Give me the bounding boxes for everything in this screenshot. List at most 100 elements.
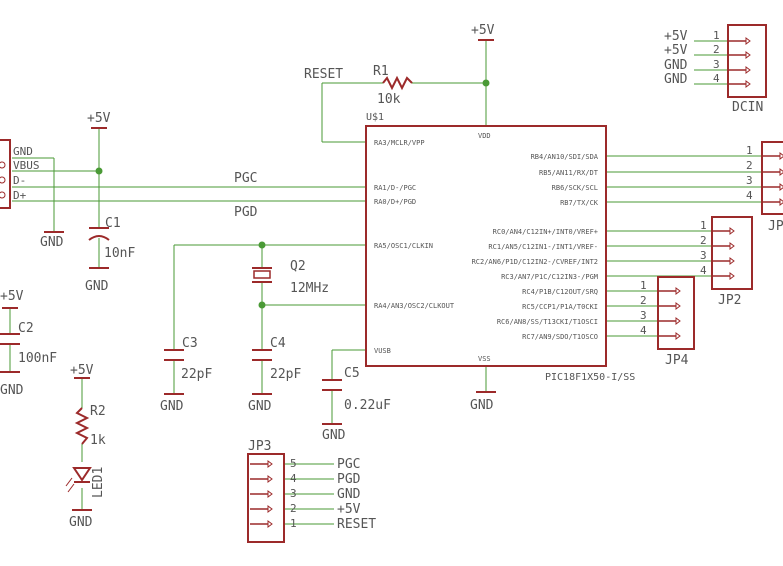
mcu-pin-left: VUSB bbox=[374, 347, 391, 355]
header-pin-tip bbox=[729, 227, 735, 235]
jp3-pin: 2 bbox=[290, 502, 297, 515]
gnd-symbol: GND bbox=[40, 231, 64, 250]
dcin-body bbox=[727, 24, 767, 98]
mcu-pin-right: RB7/TX/CK bbox=[560, 199, 599, 207]
jp2-pin: 4 bbox=[700, 264, 707, 277]
usb-body bbox=[0, 139, 11, 209]
usb-pin-marker bbox=[0, 161, 6, 169]
jp2-body bbox=[711, 216, 753, 290]
dcin-signal: GND bbox=[664, 72, 688, 87]
junction-dot bbox=[482, 79, 490, 87]
crystal-q2[interactable]: Q2 12MHz bbox=[252, 259, 329, 296]
gnd-symbol: GND bbox=[69, 509, 93, 530]
header-pin-tip bbox=[779, 152, 783, 160]
header-pin-tip bbox=[267, 460, 273, 468]
c2-name: C2 bbox=[18, 321, 34, 336]
junction-dot bbox=[258, 241, 266, 249]
r2-value: 1k bbox=[90, 433, 106, 448]
jp4-body bbox=[657, 276, 695, 350]
mcu-pin-right: RB6/SCK/SCL bbox=[552, 184, 598, 192]
mcu-pin-right: RB4/AN10/SDI/SDA bbox=[531, 153, 599, 161]
header-pin-tip bbox=[779, 198, 783, 206]
dcin-name: DCIN bbox=[732, 100, 763, 115]
header-pin-tip bbox=[729, 257, 735, 265]
header-pin-tip bbox=[267, 520, 273, 528]
resistor-r1[interactable]: R1 10k bbox=[373, 64, 413, 107]
capacitor-c5[interactable]: C5 0.22uF bbox=[322, 366, 391, 413]
jp3-pin: 4 bbox=[290, 472, 297, 485]
header-pin-tip bbox=[267, 505, 273, 513]
header-pins bbox=[250, 37, 783, 528]
mcu-pin-right: RB5/AN11/RX/DT bbox=[539, 169, 599, 177]
mcu[interactable]: U$1 PIC18F1X50-I/SS VDD VSS RA3/MCLR/VPP… bbox=[365, 112, 635, 383]
mcu-pin-left: RA4/AN3/OSC2/CLKOUT bbox=[374, 302, 455, 310]
header-pin-tip bbox=[779, 168, 783, 176]
header-pin-tip bbox=[745, 37, 751, 45]
r2-name: R2 bbox=[90, 404, 106, 419]
jp2-pin: 3 bbox=[700, 249, 707, 262]
mcu-pin-right: RC6/AN8/SS/T13CKI/T1OSCI bbox=[497, 318, 598, 326]
resistor-r2[interactable]: R2 1k bbox=[74, 404, 106, 448]
vcc-symbol: +5V bbox=[0, 289, 24, 309]
gnd-label: GND bbox=[248, 399, 272, 414]
connector-jp4[interactable]: 1 2 3 4 JP4 bbox=[640, 276, 695, 368]
jp3-signal: GND bbox=[337, 487, 361, 502]
dcin-pin: 4 bbox=[713, 72, 720, 85]
jp2-pin: 2 bbox=[700, 234, 707, 247]
jp4-pin: 2 bbox=[640, 294, 647, 307]
jp4-pin: 3 bbox=[640, 309, 647, 322]
c3-value: 22pF bbox=[181, 367, 212, 382]
c1-value: 10nF bbox=[104, 246, 135, 261]
header-pin-tip bbox=[729, 272, 735, 280]
junction-dot bbox=[95, 167, 103, 175]
net-label-pgd: PGD bbox=[234, 205, 258, 220]
mcu-vss-pin: VSS bbox=[478, 355, 491, 363]
header-pin-tip bbox=[729, 242, 735, 250]
connector-jp3[interactable]: JP3 5 4 3 2 1 PGC PGD GND +5V RESET bbox=[247, 439, 376, 543]
jp4-pin: 1 bbox=[640, 279, 647, 292]
capacitor-c3[interactable]: C3 22pF bbox=[164, 336, 212, 382]
dcin-pin: 1 bbox=[713, 29, 720, 42]
usb-pin-marker bbox=[0, 191, 6, 199]
mcu-pin-left: RA3/MCLR/VPP bbox=[374, 139, 425, 147]
mcu-name: U$1 bbox=[366, 112, 384, 123]
capacitor-c1[interactable]: C1 10nF bbox=[88, 216, 135, 261]
header-pin-tip bbox=[267, 490, 273, 498]
gnd-label: GND bbox=[322, 428, 346, 443]
c1-name: C1 bbox=[105, 216, 121, 231]
resistor-r2-body bbox=[74, 407, 90, 445]
capacitor-c2[interactable]: C2 100nF bbox=[0, 321, 57, 366]
header-pin-tip bbox=[745, 66, 751, 74]
jp3-name: JP3 bbox=[248, 439, 271, 454]
c5-value: 0.22uF bbox=[344, 398, 391, 413]
connector-jp2[interactable]: 1 2 3 4 JP2 bbox=[700, 216, 753, 308]
jp1-body bbox=[761, 141, 783, 215]
mcu-part: PIC18F1X50-I/SS bbox=[545, 372, 635, 383]
dcin-signal: +5V bbox=[664, 29, 688, 44]
header-pin-tip bbox=[745, 80, 751, 88]
jp1-name: JP bbox=[768, 219, 783, 234]
led-led1[interactable]: LED1 bbox=[65, 467, 106, 498]
capacitor-c4[interactable]: C4 22pF bbox=[252, 336, 301, 382]
c3-name: C3 bbox=[182, 336, 198, 351]
connector-dcin[interactable]: 1 2 3 4 +5V +5V GND GND DCIN bbox=[664, 24, 767, 115]
mcu-pin-right: RC7/AN9/SDO/T1OSCO bbox=[522, 333, 598, 341]
jp3-pin: 3 bbox=[290, 487, 297, 500]
jp2-pin: 1 bbox=[700, 219, 707, 232]
header-pin-tip bbox=[267, 475, 273, 483]
usb-pin-label: GND bbox=[13, 145, 33, 158]
jp3-pin: 1 bbox=[290, 517, 297, 530]
usb-pin-marker bbox=[0, 176, 6, 184]
jp4-pin: 4 bbox=[640, 324, 647, 337]
dcin-signal: +5V bbox=[664, 43, 688, 58]
dcin-pin: 2 bbox=[713, 43, 720, 56]
header-pin-tip bbox=[779, 183, 783, 191]
connector-jp1[interactable]: 1 2 3 4 JP bbox=[746, 141, 783, 234]
mcu-body bbox=[365, 125, 607, 367]
usb-pin-label: D+ bbox=[13, 189, 27, 202]
usb-connector[interactable]: GND VBUS D- D+ bbox=[0, 139, 40, 209]
mcu-right-pins: RB4/AN10/SDI/SDA RB5/AN11/RX/DT RB6/SCK/… bbox=[472, 153, 599, 341]
vcc-symbol: +5V bbox=[70, 363, 94, 379]
power-symbols: +5V +5V +5V +5V GND GND GND GND bbox=[0, 23, 496, 530]
